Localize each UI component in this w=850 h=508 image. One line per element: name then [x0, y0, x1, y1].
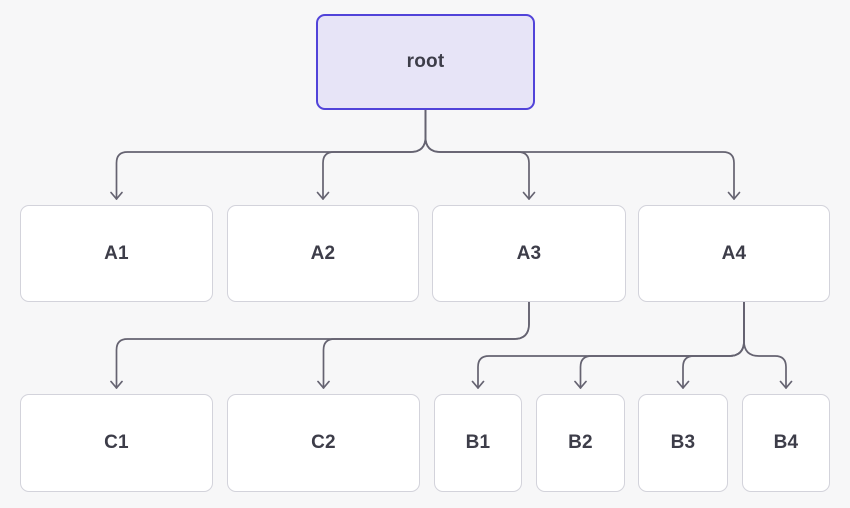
node-C1[interactable]: C1 [20, 394, 213, 492]
arrowhead-A3 [522, 191, 536, 200]
arrowhead-A4 [727, 191, 741, 200]
node-C2[interactable]: C2 [227, 394, 420, 492]
edge-A3-C1 [115, 301, 530, 389]
node-B3[interactable]: B3 [638, 394, 728, 492]
node-label-A3: A3 [516, 242, 542, 264]
node-label-C1: C1 [104, 432, 129, 453]
node-label-root: root [406, 51, 445, 72]
node-A2[interactable]: A2 [227, 205, 419, 302]
node-label-A2: A2 [310, 242, 336, 264]
edge-root-A2 [322, 109, 427, 200]
arrowhead-B4 [779, 380, 793, 389]
node-label-A1: A1 [104, 242, 129, 264]
edge-root-A4 [424, 109, 735, 200]
node-root[interactable]: root [316, 14, 535, 110]
node-A3[interactable]: A3 [432, 205, 626, 302]
node-label-B4: B4 [773, 432, 799, 453]
node-label-B3: B3 [670, 432, 696, 453]
node-B1[interactable]: B1 [434, 394, 522, 492]
arrowhead-B3 [676, 380, 690, 389]
node-A4[interactable]: A4 [638, 205, 830, 302]
arrowhead-C1 [110, 380, 123, 389]
node-label-A4: A4 [721, 242, 747, 264]
arrowhead-B2 [574, 380, 587, 389]
arrowhead-A2 [316, 191, 330, 200]
node-B2[interactable]: B2 [536, 394, 625, 492]
node-label-B2: B2 [568, 432, 593, 453]
edge-root-A1 [115, 109, 427, 200]
edge-A4-B1 [477, 301, 745, 389]
edge-root-A3 [424, 109, 530, 200]
arrowhead-C2 [317, 380, 330, 389]
edge-A3-C2 [322, 301, 530, 389]
edge-A4-B2 [579, 301, 745, 389]
node-label-C2: C2 [311, 432, 336, 453]
arrowhead-A1 [110, 191, 123, 200]
node-A1[interactable]: A1 [20, 205, 213, 302]
arrowhead-B1 [471, 380, 485, 389]
node-label-B1: B1 [465, 432, 491, 453]
edge-A4-B3 [682, 301, 745, 389]
node-B4[interactable]: B4 [742, 394, 830, 492]
edge-A4-B4 [743, 301, 787, 389]
